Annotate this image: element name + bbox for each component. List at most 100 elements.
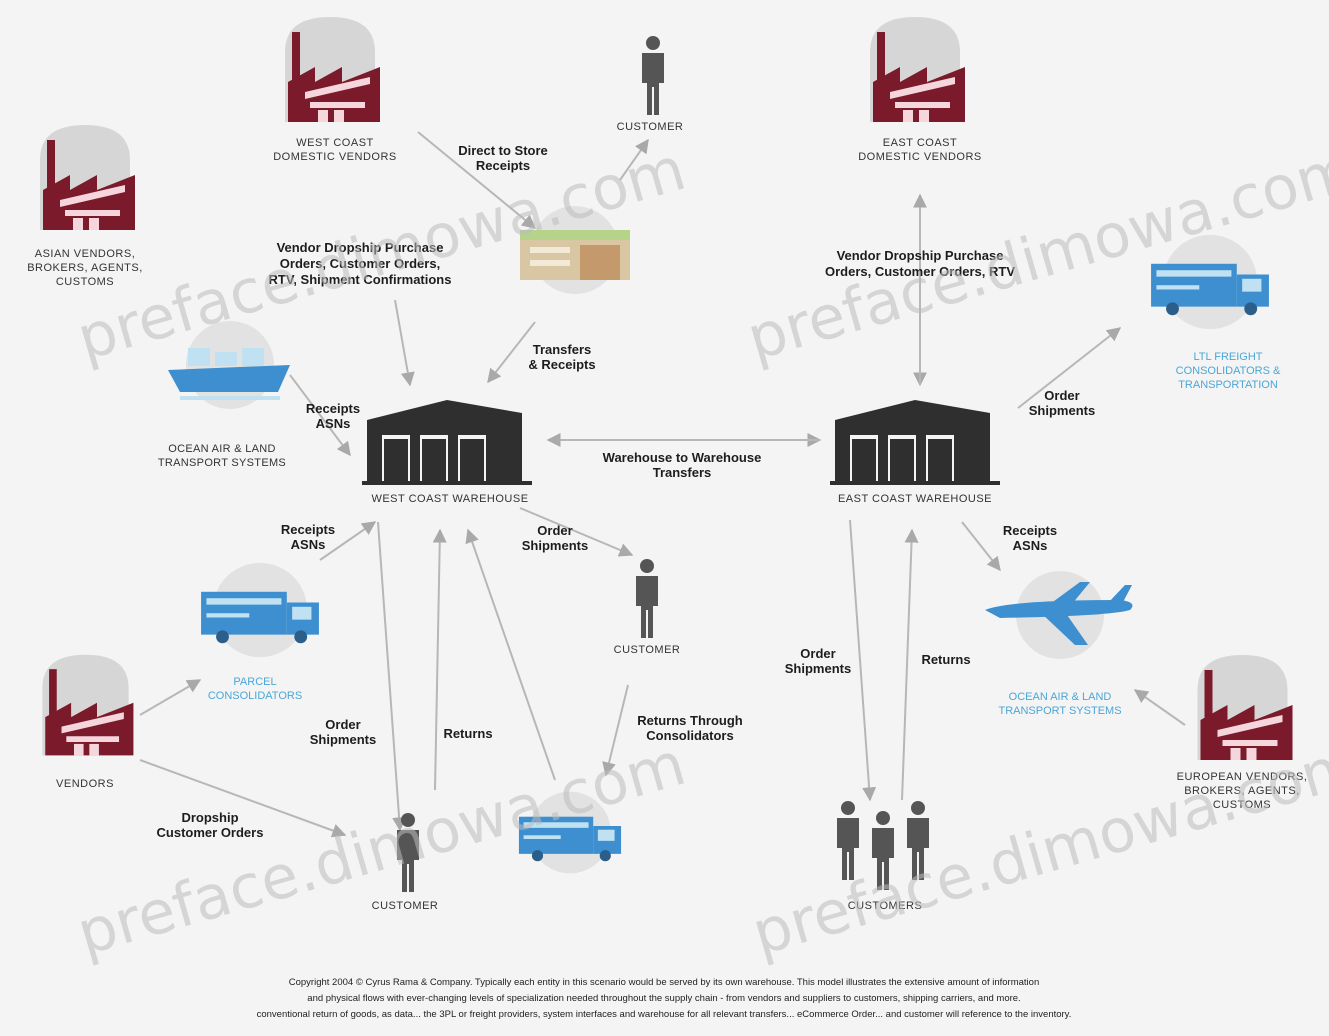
text-line: ASNs [291, 537, 326, 552]
text-line: EAST COAST [883, 137, 957, 149]
text-line: Shipments [785, 661, 851, 676]
text-line: TRANSPORT SYSTEMS [158, 457, 286, 469]
text-line: Returns [443, 726, 492, 741]
caption-vendors: VENDORS [56, 778, 114, 790]
text-line: TRANSPORTATION [1178, 379, 1278, 391]
text-line: Receipts [476, 158, 530, 173]
text-line: BROKERS, AGENTS, [27, 262, 143, 274]
text-line: CUSTOMS [1213, 799, 1271, 811]
text-line: CUSTOMERS [848, 900, 923, 912]
caption-east-vendors: EAST COAST DOMESTIC VENDORS [858, 137, 982, 163]
text-line: Shipments [310, 732, 376, 747]
text-line: PARCEL [233, 676, 276, 688]
text-line: Order [537, 523, 572, 538]
text-line: CONSOLIDATORS & [1176, 365, 1281, 377]
copyright-line-2: and physical flows with ever-changing le… [307, 993, 1020, 1004]
factory-icon-east-vendors [870, 17, 965, 122]
text-line: Order [1044, 388, 1079, 403]
caption-truck-east: LTL FREIGHT CONSOLIDATORS & TRANSPORTATION [1176, 351, 1281, 391]
copyright-line-3: conventional return of goods, as data...… [257, 1009, 1072, 1020]
text-line: CUSTOMER [372, 900, 439, 912]
text-line: OCEAN AIR & LAND [168, 443, 276, 455]
watermarks: preface.dimowa.com preface.dimowa.com pr… [70, 134, 1329, 969]
label-returns-east: Returns [921, 652, 970, 667]
text-line: Orders, Customer Orders, RTV [825, 264, 1015, 279]
caption-asian-vendors: ASIAN VENDORS, BROKERS, AGENTS, CUSTOMS [27, 248, 143, 288]
text-line: WEST COAST WAREHOUSE [371, 493, 528, 505]
text-line: DOMESTIC VENDORS [273, 151, 397, 163]
watermark-4: preface.dimowa.com [745, 729, 1329, 969]
label-returns-west: Returns [443, 726, 492, 741]
text-line: CONSOLIDATORS [208, 690, 302, 702]
factory-icon-vendors [42, 654, 134, 756]
text-line: Receipts [281, 522, 335, 537]
text-line: Transfers [653, 465, 712, 480]
text-line: Shipments [1029, 403, 1095, 418]
caption-air-carrier: OCEAN AIR & LAND TRANSPORT SYSTEMS [998, 691, 1121, 717]
factory-icon-asian-vendors [40, 125, 135, 230]
caption-west-warehouse: WEST COAST WAREHOUSE [371, 493, 528, 505]
plane-icon [985, 571, 1133, 659]
text-line: TRANSPORT SYSTEMS [998, 705, 1121, 717]
person-icon-customers-1 [837, 801, 859, 880]
text-line: OCEAN AIR & LAND [1009, 691, 1112, 703]
caption-east-warehouse: EAST COAST WAREHOUSE [838, 493, 992, 505]
text-line: Dropship [181, 810, 238, 825]
text-line: Consolidators [646, 728, 733, 743]
text-line: Customer Orders [157, 825, 264, 840]
truck-icon-parcel [201, 562, 319, 658]
caption-customer-mid: CUSTOMER [614, 644, 681, 656]
caption-european-vendors: EUROPEAN VENDORS,BROKERS, AGENTS,CUSTOMS [1177, 771, 1308, 811]
caption-customer-bottom: CUSTOMER [372, 900, 439, 912]
person-icon-customer-mid [636, 559, 658, 638]
text-line: Receipts [1003, 523, 1057, 538]
text-line: CUSTOMS [56, 276, 114, 288]
text-line: EUROPEAN VENDORS, [1177, 771, 1308, 783]
text-line: LTL FREIGHT [1193, 351, 1262, 363]
factory-icon-west-vendors [285, 17, 380, 122]
caption-ocean-carrier: OCEAN AIR & LAND TRANSPORT SYSTEMS [158, 443, 286, 469]
text-line: Direct to Store [458, 143, 548, 158]
text-line: Order [800, 646, 835, 661]
text-line: CUSTOMER [614, 644, 681, 656]
text-line: EAST COAST WAREHOUSE [838, 493, 992, 505]
text-line: Returns Through [637, 713, 742, 728]
text-line: VENDORS [56, 778, 114, 790]
caption-customer-top: CUSTOMER [617, 121, 684, 133]
text-line: DOMESTIC VENDORS [858, 151, 982, 163]
text-line: Order [325, 717, 360, 732]
text-line: ASIAN VENDORS, [35, 248, 136, 260]
text-line: Vendor Dropship Purchase [837, 248, 1004, 263]
copyright-line-1: Copyright 2004 © Cyrus Rama & Company. T… [289, 977, 1039, 988]
factory-icon-european-vendors [1197, 655, 1293, 760]
text-line: ASNs [1013, 538, 1048, 553]
person-icon-customer-top [642, 36, 664, 115]
text-line: CUSTOMER [617, 121, 684, 133]
text-line: Shipments [522, 538, 588, 553]
text-line: Vendor Dropship Purchase [277, 240, 444, 255]
caption-parcel: PARCEL CONSOLIDATORS [208, 676, 302, 702]
text-line: Orders, Customer Orders, [280, 256, 440, 271]
label-transfers-receipts: Transfers& Receipts [528, 342, 595, 372]
text-line: Warehouse to Warehouse [603, 450, 762, 465]
flow-arrows [139, 131, 1186, 838]
text-line: Returns [921, 652, 970, 667]
warehouse-icon-west [362, 400, 532, 485]
text-line: ASNs [316, 416, 351, 431]
caption-customers-east: CUSTOMERS [848, 900, 923, 912]
text-line: Receipts [306, 401, 360, 416]
copyright-block: Copyright 2004 © Cyrus Rama & Company. T… [257, 977, 1072, 1020]
